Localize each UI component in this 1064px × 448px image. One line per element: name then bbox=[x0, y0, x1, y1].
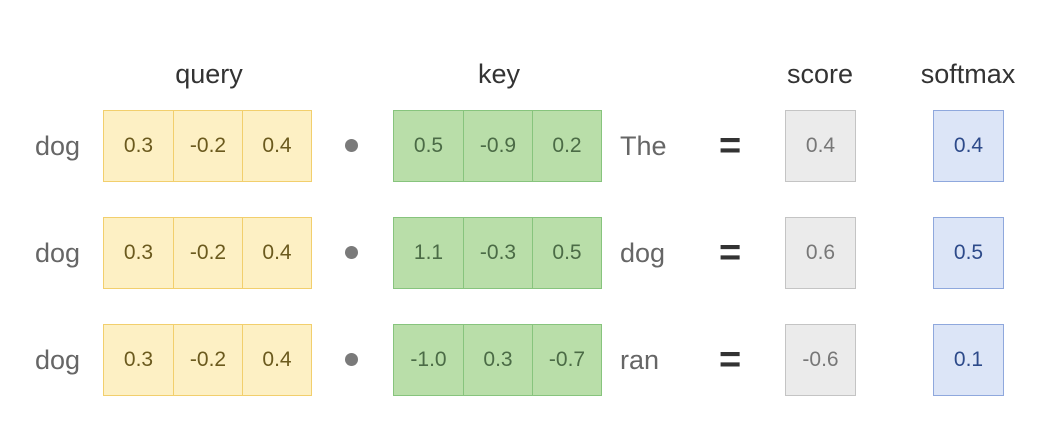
query-word: dog bbox=[35, 345, 81, 375]
key-cell: -1.0 bbox=[410, 348, 447, 371]
query-cell: 0.4 bbox=[242, 218, 311, 288]
query-cell: -0.2 bbox=[173, 111, 242, 181]
key-cell: -0.7 bbox=[532, 325, 601, 395]
key-word: The bbox=[620, 131, 667, 161]
query-word: dog bbox=[35, 131, 81, 161]
query-header: query bbox=[175, 59, 243, 89]
key-cell: 0.2 bbox=[532, 111, 601, 181]
key-vector: 0.5 -0.9 0.2 bbox=[393, 110, 602, 182]
attention-row: dog 0.3 -0.2 0.4 0.5 -0.9 0.2 The = 0.4 … bbox=[0, 110, 1064, 182]
key-cell: 0.5 bbox=[532, 218, 601, 288]
query-vector: 0.3 -0.2 0.4 bbox=[103, 217, 312, 289]
key-cell: -0.3 bbox=[463, 218, 532, 288]
key-cell: 0.3 bbox=[463, 325, 532, 395]
query-cell: -0.2 bbox=[173, 325, 242, 395]
softmax-value: 0.4 bbox=[933, 110, 1004, 182]
score-header: score bbox=[786, 59, 854, 89]
key-cell: 0.5 bbox=[413, 134, 444, 157]
query-vector: 0.3 -0.2 0.4 bbox=[103, 110, 312, 182]
key-vector: -1.0 0.3 -0.7 bbox=[393, 324, 602, 396]
softmax-value: 0.1 bbox=[933, 324, 1004, 396]
softmax-value: 0.5 bbox=[933, 217, 1004, 289]
attention-row: dog 0.3 -0.2 0.4 1.1 -0.3 0.5 dog = 0.6 … bbox=[0, 217, 1064, 289]
query-cell: 0.4 bbox=[242, 111, 311, 181]
query-cell: 0.3 bbox=[123, 348, 154, 371]
key-cell: -0.9 bbox=[463, 111, 532, 181]
query-word: dog bbox=[35, 238, 81, 268]
query-cell: 0.3 bbox=[123, 134, 154, 157]
dot-product-icon bbox=[345, 353, 358, 366]
equals-sign: = bbox=[719, 232, 742, 274]
equals-sign: = bbox=[719, 339, 742, 381]
score-value: -0.6 bbox=[785, 324, 856, 396]
score-value: 0.4 bbox=[785, 110, 856, 182]
dot-product-icon bbox=[345, 246, 358, 259]
equals-sign: = bbox=[719, 125, 742, 167]
dot-product-icon bbox=[345, 139, 358, 152]
softmax-header: softmax bbox=[920, 59, 1016, 89]
key-word: dog bbox=[620, 238, 666, 268]
key-word: ran bbox=[620, 345, 660, 375]
key-vector: 1.1 -0.3 0.5 bbox=[393, 217, 602, 289]
score-value: 0.6 bbox=[785, 217, 856, 289]
query-cell: 0.4 bbox=[242, 325, 311, 395]
query-vector: 0.3 -0.2 0.4 bbox=[103, 324, 312, 396]
key-header: key bbox=[477, 59, 521, 89]
query-cell: -0.2 bbox=[173, 218, 242, 288]
query-cell: 0.3 bbox=[123, 241, 154, 264]
key-cell: 1.1 bbox=[413, 241, 444, 264]
attention-row: dog 0.3 -0.2 0.4 -1.0 0.3 -0.7 ran = -0.… bbox=[0, 324, 1064, 396]
